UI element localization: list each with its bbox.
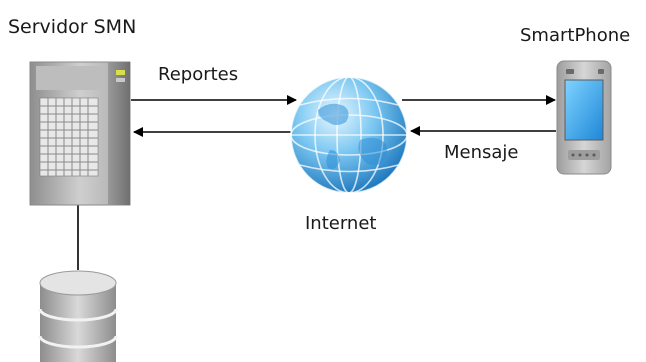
server-title: Servidor SMN [8, 16, 137, 38]
database-icon [38, 270, 118, 362]
globe-icon [290, 76, 408, 194]
server-icon [29, 61, 131, 206]
internet-label: Internet [305, 213, 377, 234]
smartphone-icon [556, 60, 612, 175]
reportes-label: Reportes [158, 64, 239, 85]
smartphone-title: SmartPhone [520, 25, 631, 46]
mensaje-label: Mensaje [444, 142, 519, 163]
